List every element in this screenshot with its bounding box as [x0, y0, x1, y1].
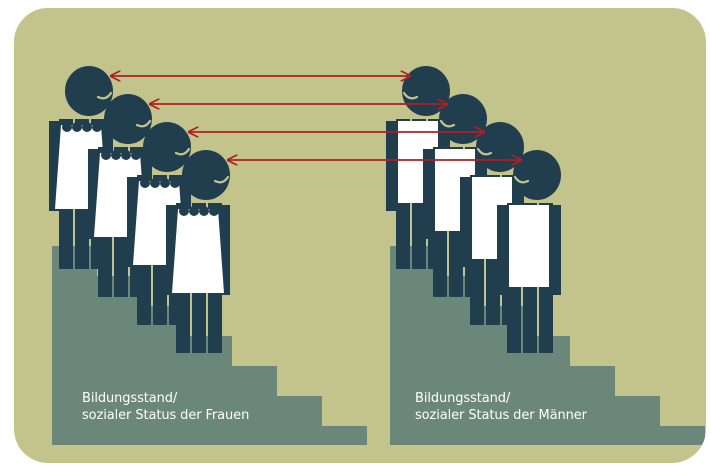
head-icon — [65, 66, 113, 116]
women-status-label: Bildungsstand/ sozialer Status der Fraue… — [82, 390, 249, 424]
head-icon — [513, 150, 561, 200]
women-label-line2: sozialer Status der Frauen — [82, 407, 249, 424]
women-label-line1: Bildungsstand/ — [82, 390, 249, 407]
diagram-panel: Bildungsstand/ sozialer Status der Fraue… — [14, 8, 706, 463]
men-label-line2: sozialer Status der Männer — [415, 407, 587, 424]
men-status-label: Bildungsstand/ sozialer Status der Männe… — [415, 390, 587, 424]
head-icon — [143, 122, 191, 172]
men-label-line1: Bildungsstand/ — [415, 390, 587, 407]
head-icon — [182, 150, 230, 200]
head-icon — [104, 94, 152, 144]
